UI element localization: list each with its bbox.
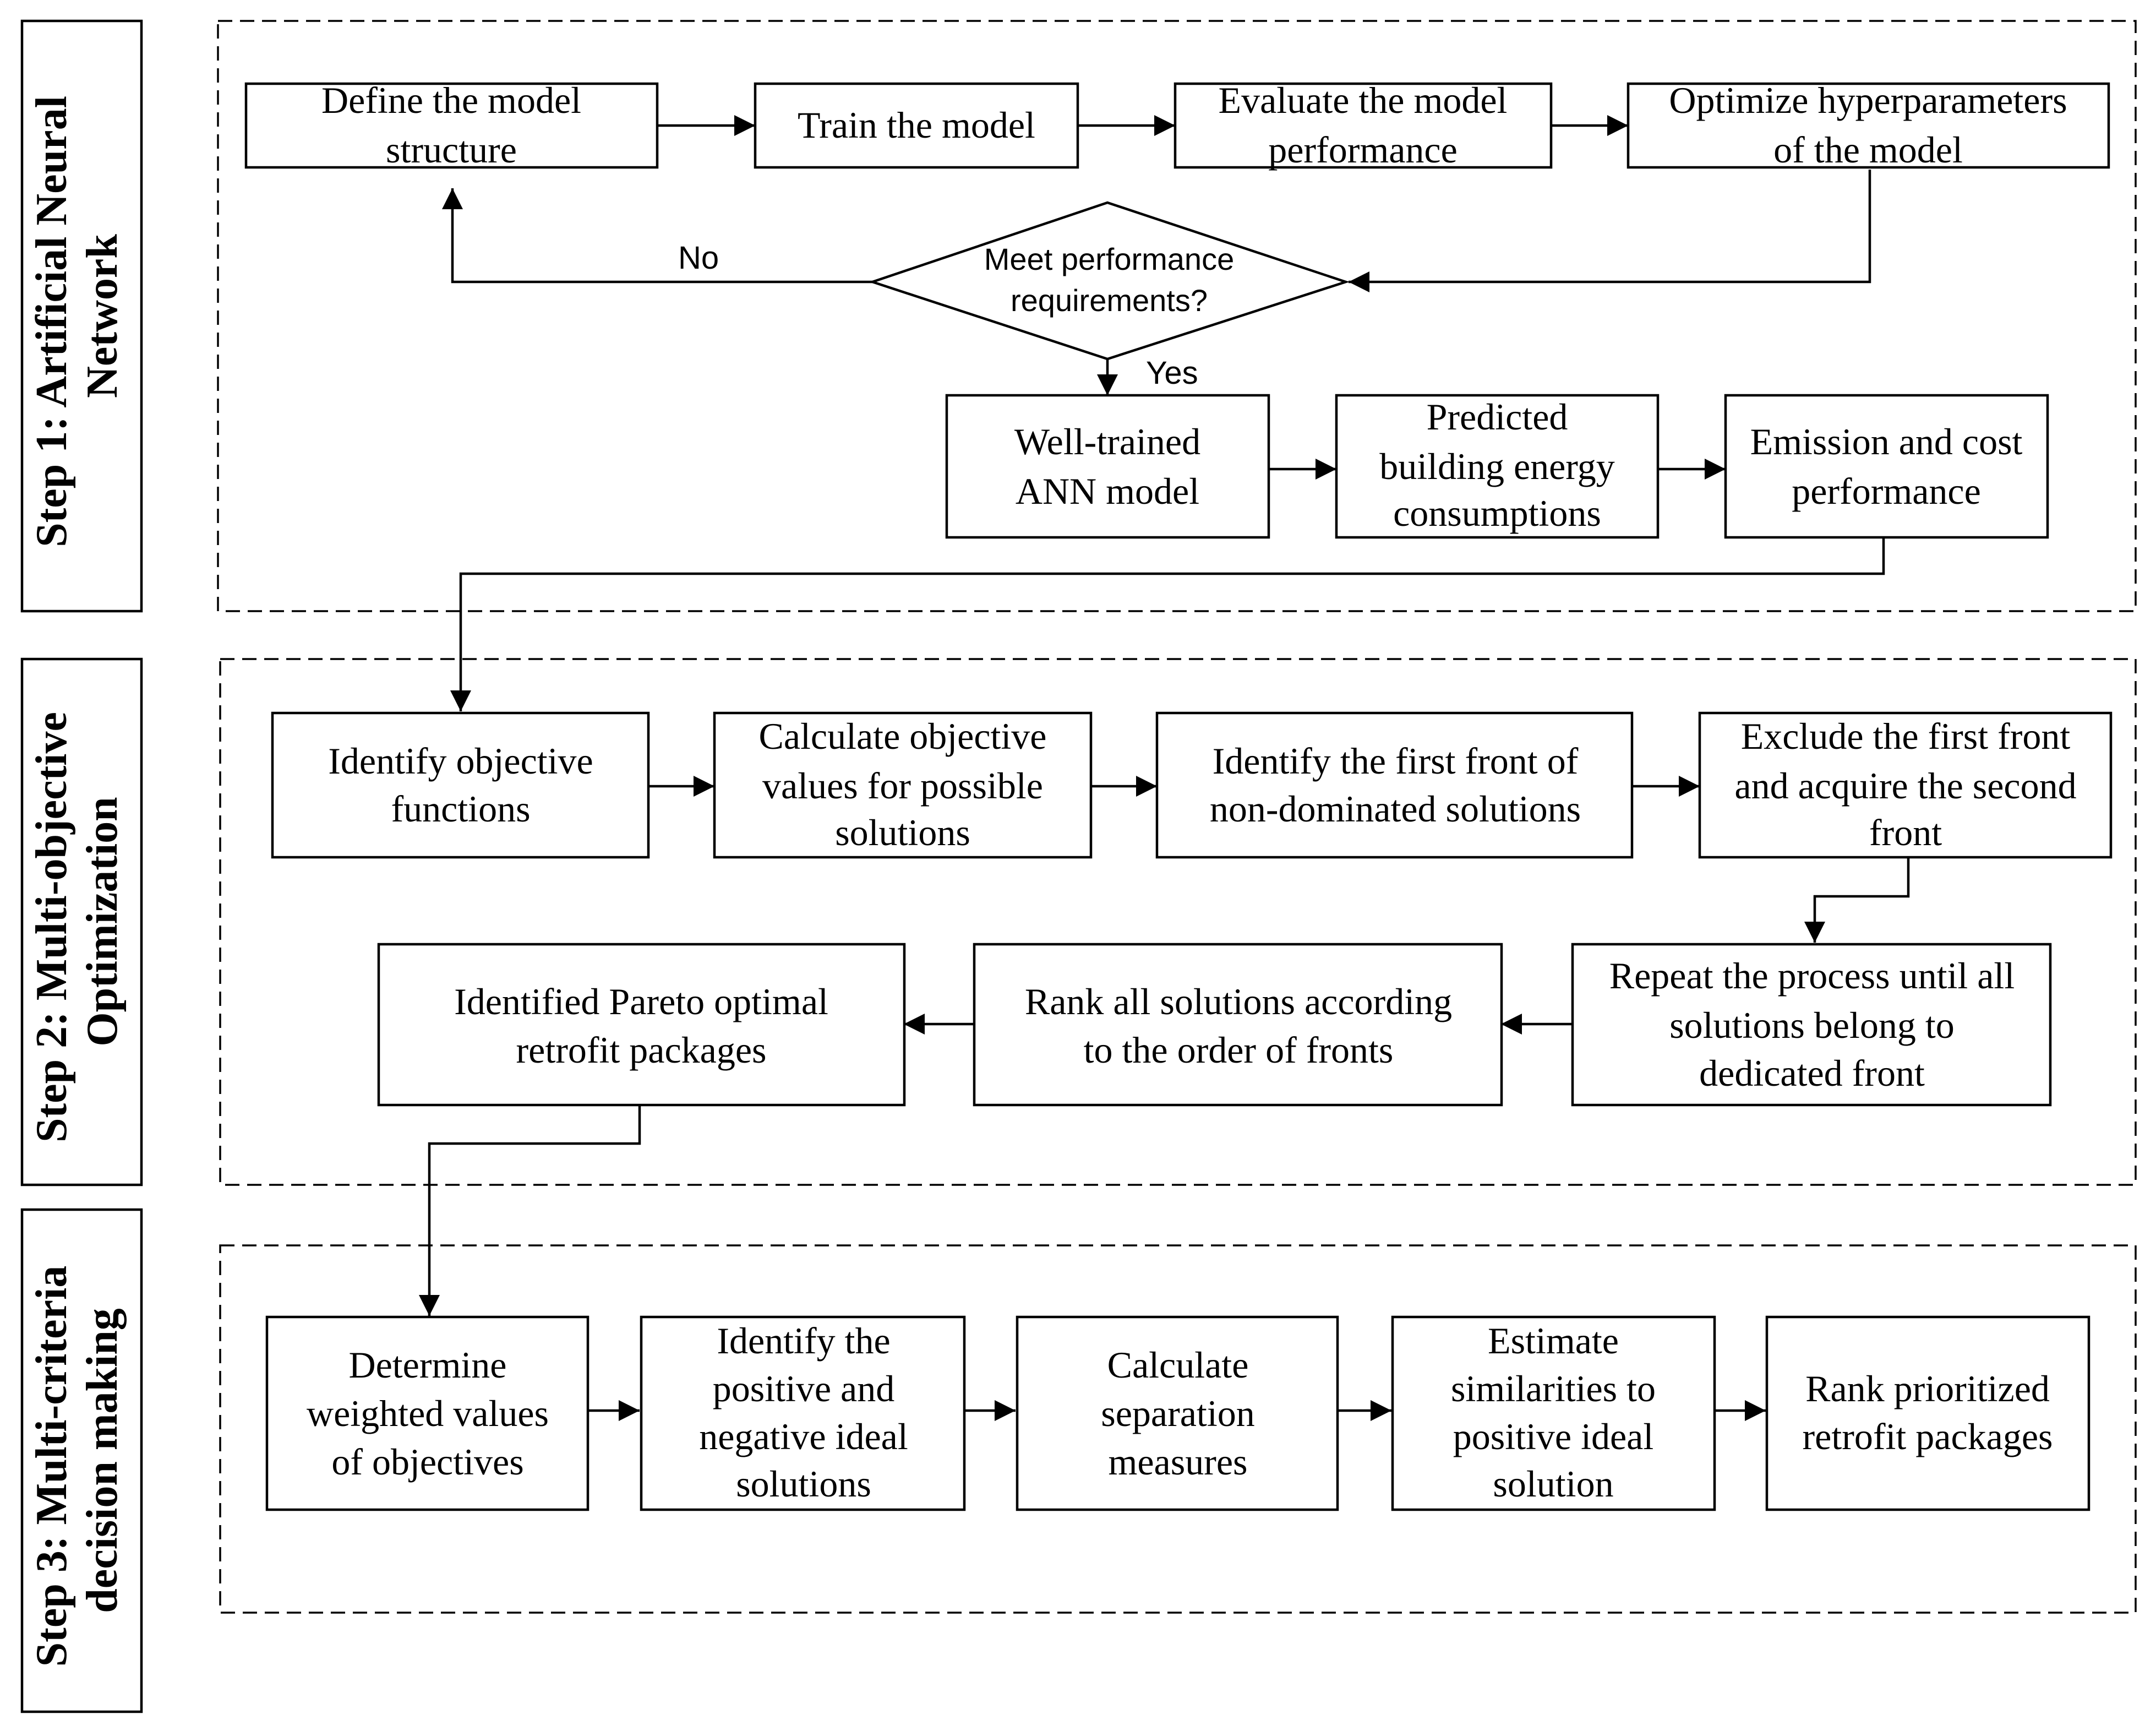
svg-text:Step 1: Artificial Neural: Step 1: Artificial Neural Network [28,85,127,547]
yes-label: Yes [1146,355,1198,391]
svg-text:Train the model: Train the model [798,104,1035,146]
svg-text:Step 2: Multi-objective: Step 2: Multi-objective Optimization [28,701,127,1142]
step2-label: Step 2: Multi-objective Optimization [20,657,143,1186]
svg-text:Step 3: Multi-criteria d: Step 3: Multi-criteria decision making [28,1255,127,1667]
step1-label: Step 1: Artificial Neural Network [20,19,143,613]
step1-panel [217,20,2137,612]
step3-label: Step 3: Multi-criteria decision making [20,1208,143,1713]
node-train-model: Train the model [754,82,1079,169]
no-label: No [678,240,719,276]
connectors [419,115,1910,1421]
step2-panel [219,658,2137,1186]
step3-panel [219,1244,2137,1614]
